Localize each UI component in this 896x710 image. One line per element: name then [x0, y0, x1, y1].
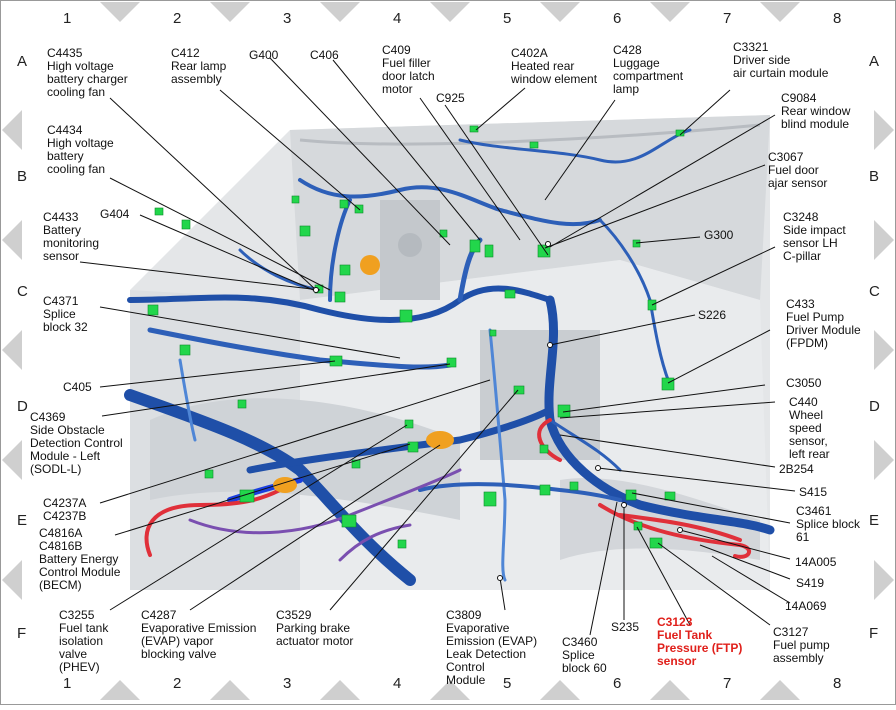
label-c3255: C3255 Fuel tank isolation valve (PHEV): [59, 608, 109, 674]
label-c3067: C3067 Fuel door ajar sensor: [768, 150, 828, 190]
grid-col-7-top: 7: [723, 10, 732, 27]
label-c4371: C4371 Splice block 32: [43, 294, 88, 334]
label-c4434: C4434 High voltage battery cooling fan: [47, 123, 114, 176]
label-c9084: C9084 Rear window blind module: [781, 91, 851, 131]
grid-row-e-right: E: [869, 512, 880, 529]
label-c405: C405: [63, 380, 92, 394]
label-c402a: C402A Heated rear window element: [511, 46, 598, 86]
label-c3809: C3809 Evaporative Emission (EVAP) Leak D…: [446, 608, 538, 687]
label-c433: C433 Fuel Pump Driver Module (FPDM): [786, 297, 861, 350]
label-g404: G404: [100, 207, 130, 221]
connectors: [147, 125, 685, 549]
grid-markers: [2, 2, 894, 700]
label-c3123: C3123 Fuel Tank Pressure (FTP) sensor: [657, 615, 743, 668]
label-c3460: C3460 Splice block 60: [562, 635, 607, 675]
label-s226: S226: [698, 308, 727, 322]
grid-col-5-top: 5: [503, 10, 512, 27]
grid-row-b-left: B: [17, 168, 28, 185]
leader-lines: [79, 57, 796, 636]
grid-row-e-left: E: [17, 512, 28, 529]
label-c440: C440 Wheel speed sensor, left rear: [789, 395, 830, 461]
label-c4369: C4369 Side Obstacle Detection Control Mo…: [30, 410, 123, 476]
label-g400: G400: [249, 48, 279, 62]
label-c4287: C4287 Evaporative Emission (EVAP) vapor …: [141, 608, 257, 661]
grid-col-8-top: 8: [833, 10, 842, 27]
grid-row-c-left: C: [17, 283, 28, 300]
label-c428: C428 Luggage compartment lamp: [613, 43, 684, 96]
fuel-lines: [144, 418, 751, 559]
label-c3321: C3321 Driver side air curtain module: [733, 40, 829, 80]
label-c3127: C3127 Fuel pump assembly: [773, 625, 830, 665]
grid-col-5-bottom: 5: [503, 675, 512, 692]
label-c409: C409 Fuel filler door latch motor: [382, 43, 435, 96]
label-c4433: C4433 Battery monitoring sensor: [43, 210, 100, 263]
label-c4237: C4237A C4237B: [43, 496, 87, 523]
label-c4435: C4435 High voltage battery charger cooli…: [47, 46, 128, 99]
label-s419: S419: [796, 576, 825, 590]
label-2b254: 2B254: [779, 462, 814, 476]
label-c412: C412 Rear lamp assembly: [171, 46, 227, 86]
grid-row-a-left: A: [17, 53, 28, 70]
grid-col-1-bottom: 1: [63, 675, 72, 692]
label-c4816: C4816A C4816B Battery Energy Control Mod…: [39, 526, 121, 592]
grid-col-2-top: 2: [173, 10, 182, 27]
label-14a069: 14A069: [785, 599, 827, 613]
grid-row-d-left: D: [17, 398, 28, 415]
label-g300: G300: [704, 228, 734, 242]
label-c406: C406: [310, 48, 339, 62]
grid-col-6-top: 6: [613, 10, 622, 27]
grid-row-d-right: D: [869, 398, 880, 415]
label-c3050: C3050: [786, 376, 822, 390]
grid-col-4-top: 4: [393, 10, 402, 27]
label-c925: C925: [436, 91, 465, 105]
label-c3248: C3248 Side impact sensor LH C-pillar: [783, 210, 846, 263]
grid-col-8-bottom: 8: [833, 675, 842, 692]
label-14a005: 14A005: [795, 555, 837, 569]
label-c3461: C3461 Splice block 61: [796, 504, 861, 544]
grid-col-7-bottom: 7: [723, 675, 732, 692]
grid-col-6-bottom: 6: [613, 675, 622, 692]
grid-row-c-right: C: [869, 283, 880, 300]
label-c3529: C3529 Parking brake actuator motor: [276, 608, 354, 648]
label-s235: S235: [611, 620, 640, 634]
grid-col-3-bottom: 3: [283, 675, 292, 692]
splice-markers: [313, 241, 683, 581]
grid-row-f-right: F: [869, 625, 879, 642]
grid-col-2-bottom: 2: [173, 675, 182, 692]
grid-col-1-top: 1: [63, 10, 72, 27]
grid-row-a-right: A: [869, 53, 880, 70]
grid-col-3-top: 3: [283, 10, 292, 27]
grid-col-4-bottom: 4: [393, 675, 402, 692]
grid-row-f-left: F: [17, 625, 27, 642]
label-s415: S415: [799, 485, 828, 499]
grid-row-b-right: B: [869, 168, 880, 185]
